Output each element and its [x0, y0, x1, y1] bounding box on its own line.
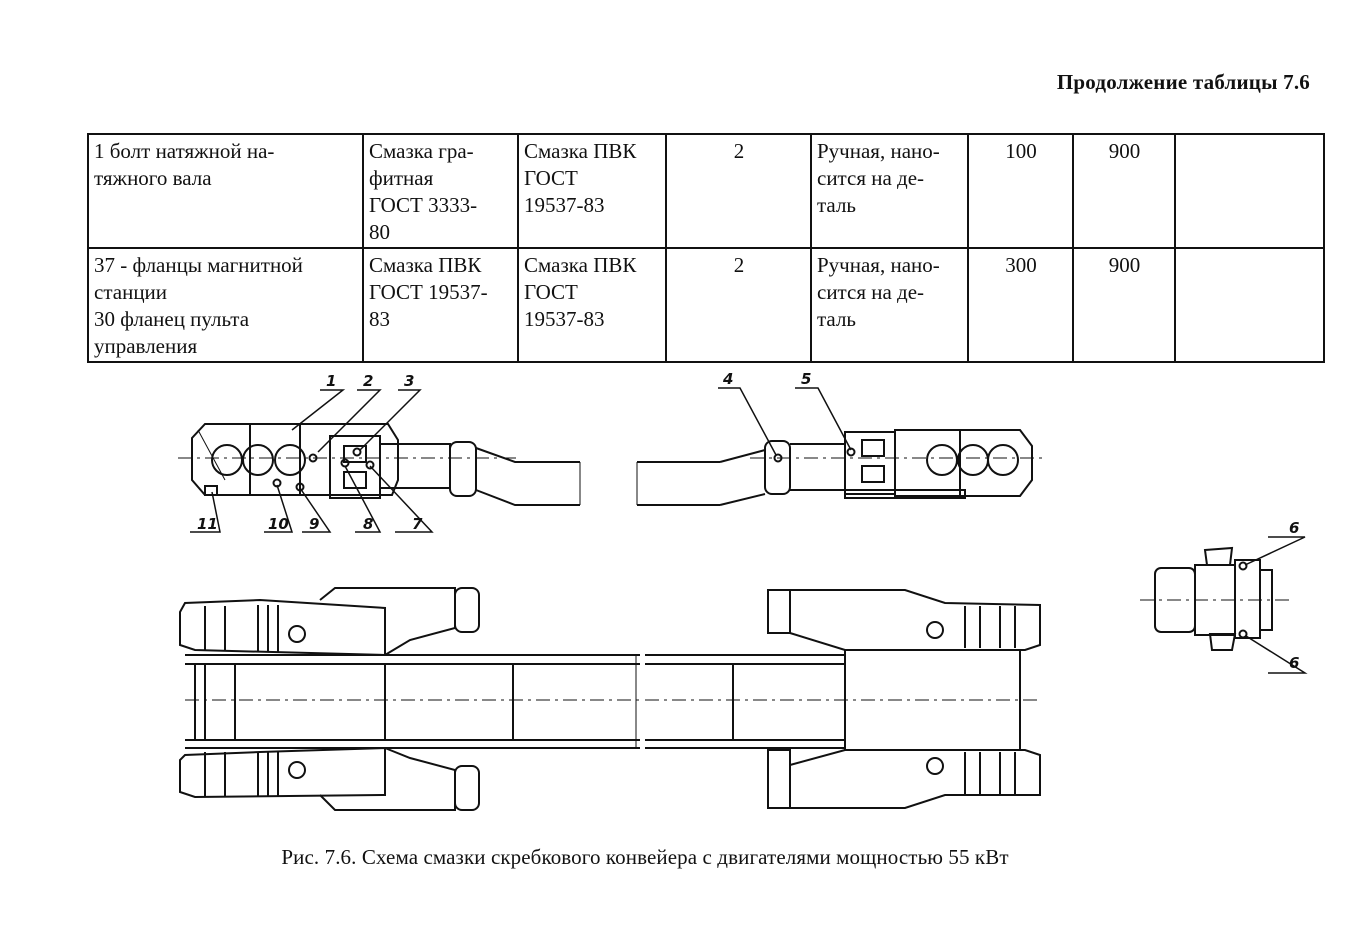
cell-line: 37 - фланцы магнитной — [94, 253, 303, 277]
drive-head-plan-view — [179, 587, 640, 811]
cell-quantity: 2 — [665, 247, 812, 363]
cell-line: Смазка ПВК — [524, 139, 637, 163]
callout-7: 7 — [412, 515, 423, 533]
lubrication-table: 1 болт натяжной на- тяжного вала Смазка … — [87, 133, 1325, 363]
callout-2: 2 — [363, 372, 373, 390]
drive-head-side-view — [178, 423, 581, 506]
callout-4: 4 — [722, 370, 733, 388]
cell-main-lubricant: Смазка ПВК ГОСТ 19537- 83 — [362, 247, 519, 363]
callout-10: 10 — [268, 515, 289, 533]
cell-extra — [1174, 133, 1325, 249]
cell-interval: 300 — [967, 247, 1074, 363]
cell-method: Ручная, нано- сится на де- таль — [810, 247, 969, 363]
table-row: 37 - фланцы магнитной станции 30 фланец … — [87, 247, 1325, 363]
cell-line: сится на де- — [817, 280, 925, 304]
cell-line: ГОСТ 19537- — [369, 280, 488, 304]
cell-line: 19537-83 — [524, 307, 605, 331]
cell-line: станции — [94, 280, 168, 304]
callout-6-top: 6 — [1289, 519, 1299, 537]
cell-line: 30 фланец пульта — [94, 307, 250, 331]
callout-8: 8 — [363, 515, 373, 533]
cell-line: таль — [817, 307, 856, 331]
callout-1: 1 — [326, 372, 336, 390]
cell-line: таль — [817, 193, 856, 217]
cell-line: 83 — [369, 307, 390, 331]
cell-method: Ручная, нано- сится на де- таль — [810, 133, 969, 249]
callout-labels: 1 2 3 4 5 6 6 7 8 9 10 11 — [197, 370, 1299, 672]
detail-view — [1140, 546, 1290, 651]
cell-line: тяжного вала — [94, 166, 212, 190]
table-row: 1 болт натяжной на- тяжного вала Смазка … — [87, 133, 1325, 249]
cell-line: ГОСТ — [524, 166, 578, 190]
cell-substitute-lubricant: Смазка ПВК ГОСТ 19537-83 — [517, 247, 667, 363]
table-continuation-label: Продолжение таблицы 7.6 — [1056, 70, 1310, 94]
cell-line: ГОСТ 3333- — [369, 193, 478, 217]
cell-lube-point: 1 болт натяжной на- тяжного вала — [87, 133, 364, 249]
cell-line: 19537-83 — [524, 193, 605, 217]
callout-6-bottom: 6 — [1289, 654, 1299, 672]
cell-substitute-lubricant: Смазка ПВК ГОСТ 19537-83 — [517, 133, 667, 249]
cell-line: Смазка ПВК — [524, 253, 637, 277]
callout-11: 11 — [197, 515, 218, 533]
cell-main-lubricant: Смазка гра- фитная ГОСТ 3333- 80 — [362, 133, 519, 249]
cell-line: 80 — [369, 220, 390, 244]
cell-line: Ручная, нано- — [817, 139, 940, 163]
cell-line: ГОСТ — [524, 280, 578, 304]
callout-9: 9 — [309, 515, 319, 533]
cell-line: Ручная, нано- — [817, 253, 940, 277]
callout-3: 3 — [404, 372, 414, 390]
cell-extra — [1174, 247, 1325, 363]
cell-interval-2: 900 — [1072, 133, 1176, 249]
cell-interval-2: 900 — [1072, 247, 1176, 363]
cell-line: фитная — [369, 166, 434, 190]
cell-line: сится на де- — [817, 166, 925, 190]
callout-leaders — [190, 387, 1308, 674]
cell-line: управления — [94, 334, 198, 358]
cell-line: Смазка ПВК — [369, 253, 482, 277]
callout-5: 5 — [801, 370, 811, 388]
tail-end-plan-view — [645, 589, 1041, 809]
cell-quantity: 2 — [665, 133, 812, 249]
cell-interval: 100 — [967, 133, 1074, 249]
cell-line: 1 болт натяжной на- — [94, 139, 275, 163]
figure-caption: Рис. 7.6. Схема смазки скребкового конве… — [281, 845, 1009, 869]
cell-lube-point: 37 - фланцы магнитной станции 30 фланец … — [87, 247, 364, 363]
tail-end-side-view — [636, 429, 1045, 506]
cell-line: Смазка гра- — [369, 139, 474, 163]
